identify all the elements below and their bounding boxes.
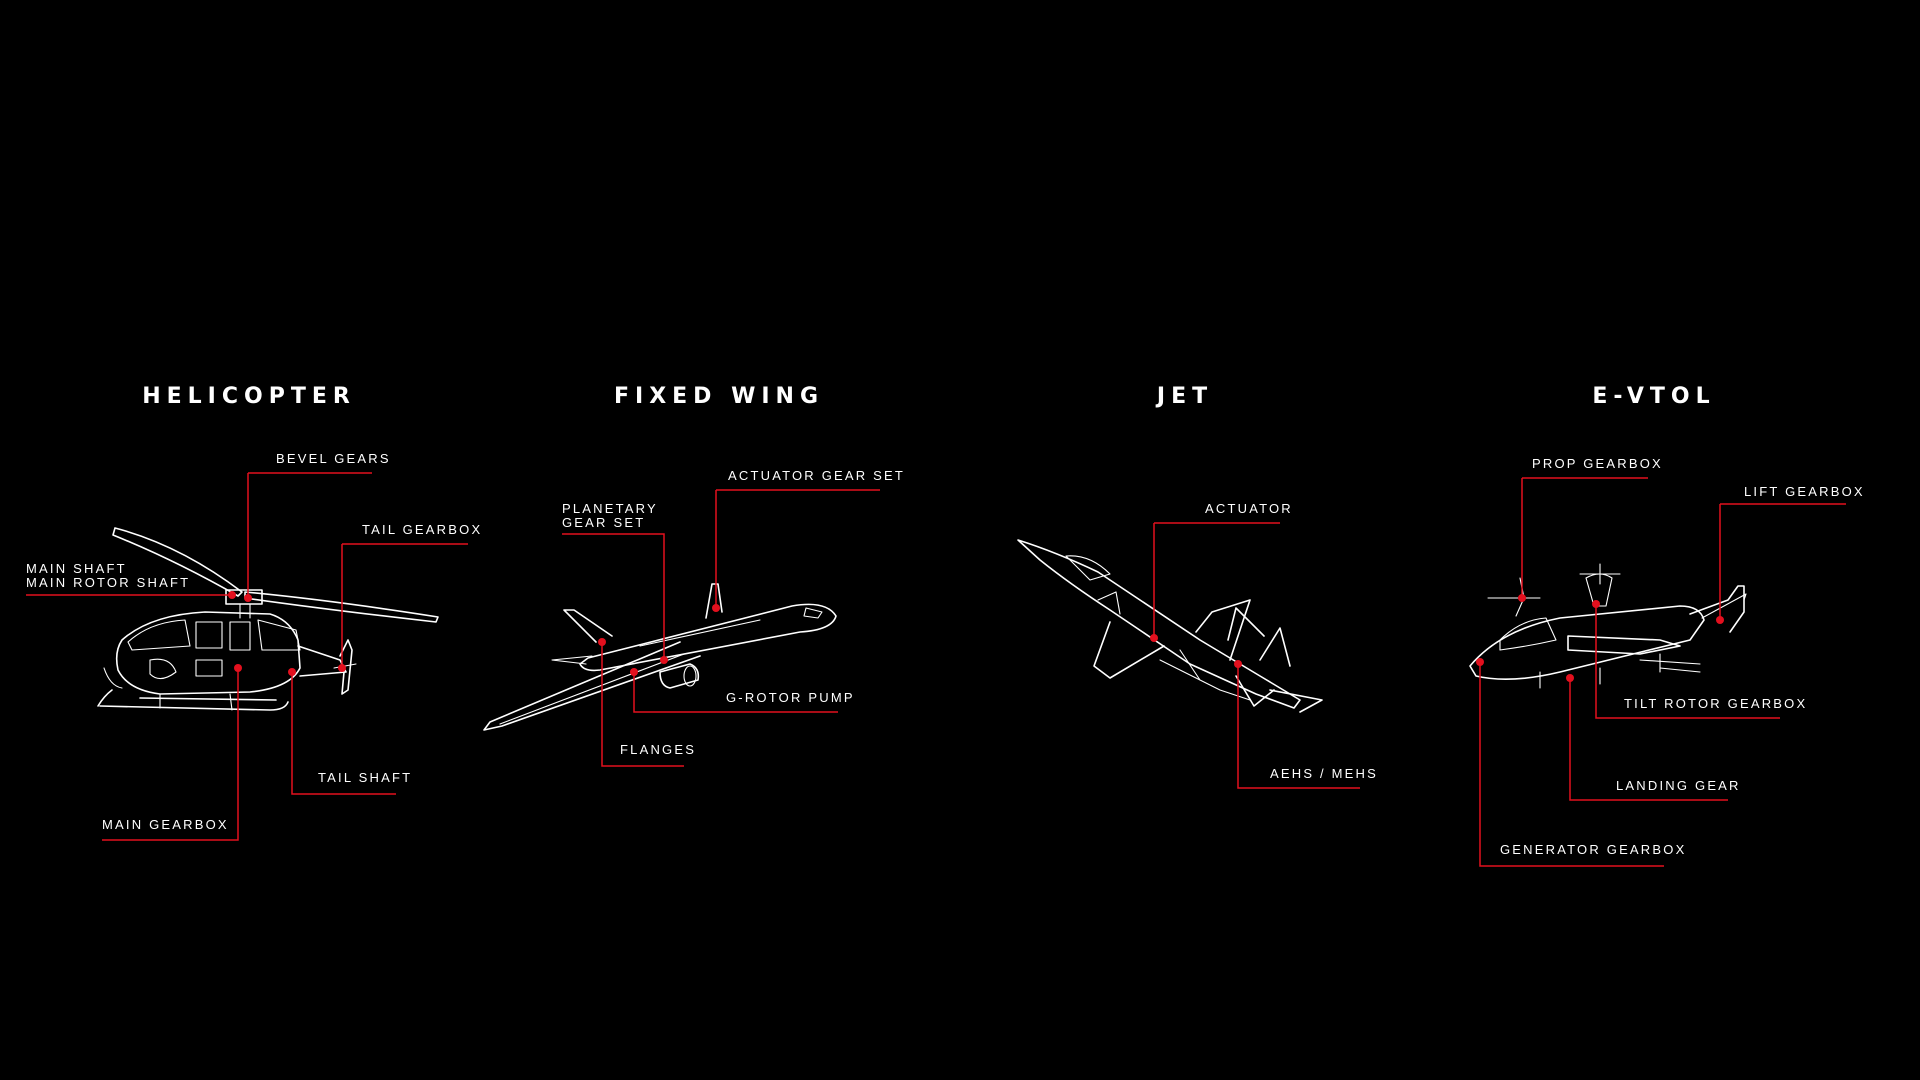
callout-generator-gearbox: GENERATOR GEARBOX (1500, 842, 1687, 857)
jet-title: JET (1156, 384, 1214, 409)
callout-landing-gear: LANDING GEAR (1616, 778, 1741, 793)
callout-planetary-gear-set: PLANETARY GEAR SET (562, 501, 658, 530)
callout-tail-gearbox: TAIL GEARBOX (362, 522, 483, 537)
fixed-wing-leaders (562, 489, 880, 767)
callout-actuator-gear-set: ACTUATOR GEAR SET (728, 468, 906, 483)
jet-leaders (1150, 522, 1360, 789)
callout-actuator: ACTUATOR (1205, 501, 1293, 516)
callout-g-rotor-pump: G-ROTOR PUMP (726, 690, 855, 705)
callout-main-shaft: MAIN SHAFT MAIN ROTOR SHAFT (26, 561, 191, 590)
callout-tail-shaft: TAIL SHAFT (318, 770, 413, 785)
fixed-wing-illustration (483, 583, 837, 731)
evtol-leaders (1476, 477, 1846, 867)
callout-aehs-mehs: AEHS / MEHS (1270, 766, 1378, 781)
callout-tilt-rotor-gearbox: TILT ROTOR GEARBOX (1624, 696, 1808, 711)
callout-lift-gearbox: LIFT GEARBOX (1744, 484, 1865, 499)
helicopter-title: HELICOPTER (142, 384, 356, 409)
evtol-title: E-VTOL (1592, 384, 1716, 409)
helicopter-illustration (97, 527, 439, 711)
callout-prop-gearbox: PROP GEARBOX (1532, 456, 1663, 471)
jet-illustration (1017, 539, 1323, 713)
callout-flanges: FLANGES (620, 742, 697, 757)
fixed-wing-title: FIXED WING (613, 384, 825, 409)
helicopter-leaders (26, 472, 468, 841)
callout-bevel-gears: BEVEL GEARS (276, 451, 391, 466)
evtol-illustration (1469, 563, 1747, 689)
callout-main-gearbox: MAIN GEARBOX (102, 817, 229, 832)
